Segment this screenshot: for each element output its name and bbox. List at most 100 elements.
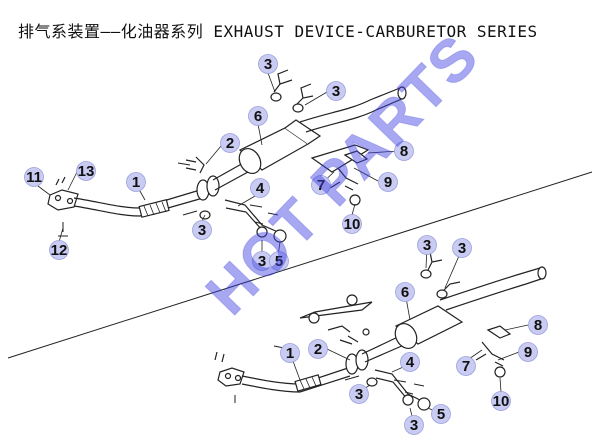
callout-bubble [308,339,328,359]
callout-bubble [400,352,420,372]
separator-line [7,171,593,359]
callout-upper-c13: 13 [76,161,96,181]
callout-number: 3 [423,237,431,254]
callout-upper-c11: 11 [24,167,44,187]
callout-bubble [269,251,289,271]
callout-bubble [192,220,212,240]
callout-bubble [342,214,362,234]
callout-number: 3 [355,386,363,403]
callout-bubble [452,238,472,258]
callout-upper-c8: 8 [394,141,414,161]
lower-clamp-group [475,325,512,378]
callout-bubble [326,81,346,101]
upper-hanger-bracket [224,199,287,243]
upper-clamp-group [310,144,370,206]
lower-flange-joint [339,335,369,375]
callout-number: 2 [226,135,234,152]
callout-upper-c9: 9 [378,172,398,192]
callout-lower-c8: 8 [528,315,548,335]
lower-muffler [394,305,464,350]
callout-bubble [518,342,538,362]
callout-number: 3 [410,417,418,434]
lower-manifold [214,351,245,387]
callout-number: 6 [254,108,262,125]
upper-bolts [58,162,279,237]
callout-number: 5 [437,406,445,423]
callout-lower-c9: 9 [518,342,538,362]
lower-tail-pipe [439,266,547,311]
upper-tail-pipe [299,86,407,133]
callout-lower-c3d: 3 [404,415,424,435]
callout-number: 6 [401,284,409,301]
upper-front-pipe [73,189,204,218]
callout-number: 10 [344,216,361,233]
callout-bubble [394,141,414,161]
callout-number: 4 [256,180,265,197]
callout-number: 4 [406,354,415,371]
callout-number: 3 [332,83,340,100]
callout-upper-c7: 7 [311,175,331,195]
callout-number: 12 [51,242,68,259]
callout-upper-c1: 1 [126,172,146,192]
upper-manifold [47,176,79,211]
callout-number: 2 [314,341,322,358]
callout-number: 7 [462,358,470,375]
callout-bubble [126,172,146,192]
lower-bolts [234,345,425,403]
lower-front-muffler [299,294,373,336]
callout-number: 5 [275,253,283,270]
callout-upper-c3c: 3 [192,220,212,240]
watermark: HOT PARTS [193,21,492,328]
callout-upper-c4: 4 [250,178,270,198]
callout-number: 3 [264,56,272,73]
callout-bubble [528,315,548,335]
callout-bubble [395,282,415,302]
callout-bubble [431,404,451,424]
callout-bubble [24,167,44,187]
callout-lower-c3a: 3 [417,235,437,255]
callout-lower-c10: 10 [491,391,511,411]
callout-bubble [280,343,300,363]
callout-upper-c3d: 3 [252,251,272,271]
callout-lower-c5: 5 [431,404,451,424]
callout-number: 9 [524,344,532,361]
lower-assembly [214,251,547,411]
callout-upper-c10: 10 [342,214,362,234]
callout-bubble [378,172,398,192]
callout-upper-c2: 2 [220,133,240,153]
callout-bubble [49,240,69,260]
callout-upper-c6: 6 [248,106,268,126]
callout-upper-c3b: 3 [326,81,346,101]
callout-bubble [248,106,268,126]
upper-mid-pipe [212,161,246,181]
callout-number: 3 [258,253,266,270]
callout-upper-c5: 5 [269,251,289,271]
lower-front-pipe [241,367,351,393]
callout-bubble [491,391,511,411]
watermark-text: HOT PARTS [193,21,491,327]
callout-bubble [417,235,437,255]
upper-rubber-mounts [199,69,314,220]
callout-bubble [250,178,270,198]
upper-muffler [238,119,322,175]
callout-lower-c7: 7 [456,356,476,376]
callout-upper-c3a: 3 [258,54,278,74]
callout-number: 7 [317,177,325,194]
callout-upper-c12: 12 [49,240,69,260]
callout-number: 1 [286,345,294,362]
callout-bubble [456,356,476,376]
callout-bubble [311,175,331,195]
callout-lower-c3b: 3 [452,238,472,258]
callout-bubble [404,415,424,435]
lower-rubber-mounts [366,251,461,387]
callout-number: 11 [26,169,42,186]
callout-number: 3 [458,240,466,257]
callout-number: 13 [78,163,95,180]
callout-lower-c6: 6 [395,282,415,302]
callout-lower-c4: 4 [400,352,420,372]
callout-number: 9 [384,174,392,191]
callout-lower-c3c: 3 [349,384,369,404]
